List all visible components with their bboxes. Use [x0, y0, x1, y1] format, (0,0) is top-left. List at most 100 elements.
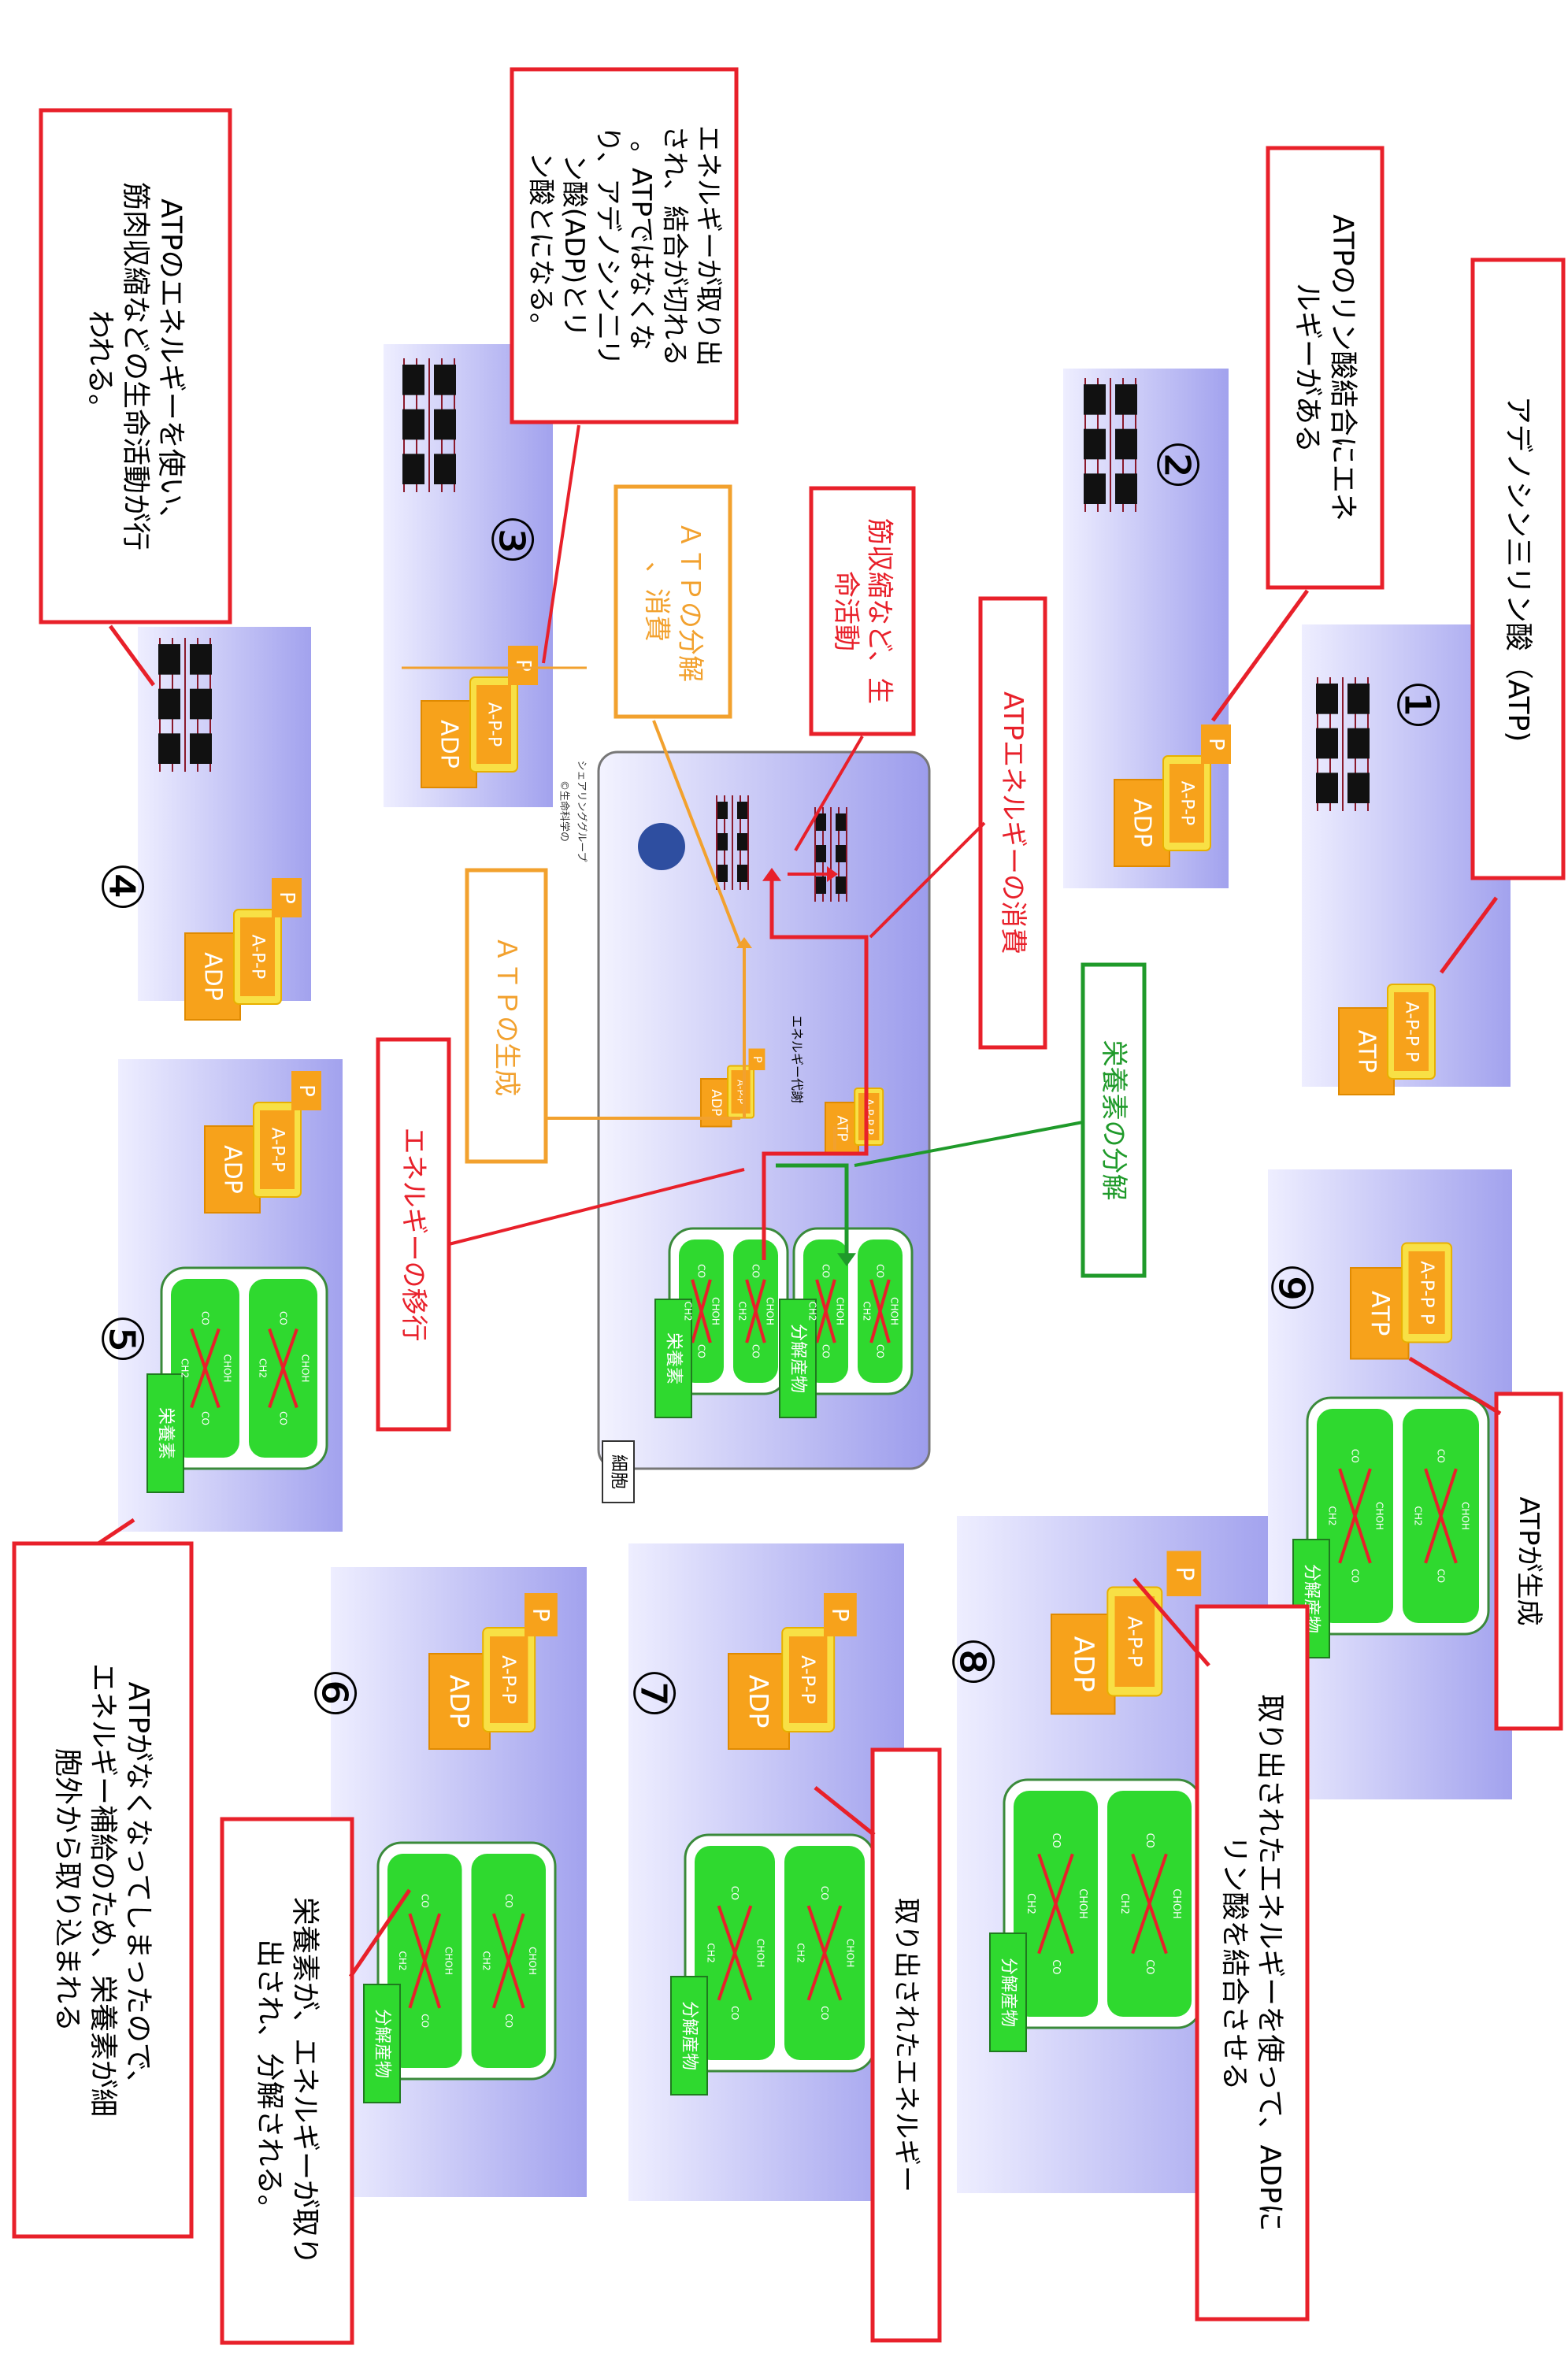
fibre-band	[434, 454, 456, 484]
panel-1-atp-chain-label-line: A-P-P P	[1402, 1002, 1422, 1062]
panel-5-nutrient-tag-label: 栄養素	[156, 1407, 176, 1459]
fibre-band	[1347, 728, 1370, 759]
label-nutrient-decomp-text-line: 栄養素の分解	[1098, 1040, 1129, 1201]
callout-atp-generated-text: ATPが生成	[1513, 1497, 1544, 1626]
panel-step-2-number-line: ②	[1144, 439, 1210, 491]
ring-label-co-line: CO	[696, 1344, 707, 1358]
ring-label-choh: CHOH	[221, 1354, 232, 1383]
ring-label-ch2: CH2	[257, 1358, 268, 1378]
cell-adp-main-label: ADP	[709, 1089, 724, 1116]
ring-label-choh: CHOH	[1170, 1888, 1182, 1918]
panel-7-products-tag-label: 分解産物	[680, 2001, 699, 2070]
ring-label-ch2-line: CH2	[861, 1301, 872, 1321]
ring-label-ch2-line: CH2	[257, 1358, 268, 1378]
label-energy-transfer-box	[376, 1037, 451, 1432]
fibre-band	[402, 365, 424, 395]
callout-energy-released-text-line: り、アデノシン二リ	[591, 126, 623, 366]
panel-1-atp	[1338, 984, 1436, 1095]
fibre-band	[836, 813, 846, 831]
callout-life-activity-text-line: 筋肉収縮などの生命活動が行	[120, 182, 152, 550]
callout-bond-energy-text-line: ルギーがある	[1292, 283, 1324, 453]
ring-label-choh: CHOH	[765, 1297, 776, 1325]
cell-atp-chain-inner	[858, 1093, 880, 1140]
ring-label-ch2-line: CH2	[806, 1301, 817, 1321]
panel-2-adp-phosphate-label: P	[1204, 738, 1228, 750]
ring-bond	[423, 1913, 442, 2009]
panel-8-adp-phosphate	[1166, 1551, 1202, 1596]
panel-3-muscle	[402, 358, 456, 492]
leader-atp-generated	[1408, 1356, 1502, 1416]
callout-nutrient-intake-box	[12, 1541, 194, 2239]
callout-life-activity-box	[39, 108, 232, 624]
fibre-band	[836, 876, 846, 894]
panel-3-adp-main-label: ADP	[436, 720, 463, 769]
panel-9-atp-chain-inner	[1408, 1251, 1445, 1334]
ring-label-ch2: CH2	[806, 1301, 817, 1321]
cell-nutrient	[654, 1227, 789, 1418]
label-atp-production	[465, 868, 548, 1164]
ring-label-ch2: CH2	[480, 1951, 491, 1970]
callout-extracted-energy-text: 取り出されたエネルギー	[891, 1898, 922, 2192]
fibre-band	[836, 845, 846, 862]
fibre-band	[737, 833, 747, 850]
callout-atp-name-box	[1470, 258, 1566, 880]
panel-8-adp	[1051, 1551, 1202, 1715]
panel-2-adp	[1114, 724, 1231, 867]
leader-life-activity	[108, 624, 156, 687]
panel-6-adp-main-label-line: ADP	[444, 1675, 475, 1729]
panel-7-adp-chain-label: A-P-P	[797, 1655, 819, 1704]
panel-step-3-number-line: ③	[479, 514, 545, 565]
ring-label-co-line: CO	[1436, 1449, 1447, 1463]
panel-step-4-number: ④	[89, 862, 155, 913]
panel-6-adp-phosphate-label-line: P	[528, 1608, 554, 1621]
cell-nutrient-tag	[654, 1299, 692, 1418]
panel-2-adp-main	[1114, 779, 1170, 867]
panel-9-atp-main	[1350, 1267, 1410, 1360]
fibre-band	[816, 876, 826, 894]
leader-nutrient-decomp	[854, 1121, 1084, 1167]
panel-1-atp-main	[1338, 1007, 1395, 1095]
ring-bond	[506, 1913, 525, 2009]
ring-bond	[1054, 1853, 1074, 1955]
panel-step-9-number-line: ⑨	[1258, 1262, 1325, 1314]
ring-label-choh: CHOH	[1374, 1502, 1385, 1530]
cell-energy-metabolism: エネルギー代謝	[790, 1015, 805, 1103]
leader-bond-energy	[1210, 589, 1310, 722]
fibre-band	[1115, 428, 1137, 460]
cell-arrow-red-top-head	[827, 866, 838, 882]
panel-4-adp-phosphate-label-line: P	[275, 891, 298, 904]
fibre-band	[1347, 684, 1370, 714]
fibre-band	[158, 644, 180, 675]
panel-4-adp	[184, 878, 302, 1021]
ring-label-choh-line: CHOH	[755, 1939, 766, 1968]
label-atp-breakdown-text: ＡＴＰの分解、消費	[640, 521, 706, 682]
leader-energy-transfer	[448, 1168, 745, 1246]
ring-label-co-line: CO	[278, 1311, 289, 1325]
fibre-band	[1084, 428, 1106, 460]
ring-label-co-line: CO	[419, 2014, 430, 2028]
cell-nucleus	[638, 823, 685, 870]
fibre-band	[1115, 384, 1137, 415]
panel-8-adp-chain-label: A-P-P	[1123, 1616, 1146, 1667]
leader-energy-released	[542, 424, 580, 664]
ring-label-co: CO	[821, 1264, 832, 1278]
panel-1-muscle	[1316, 677, 1370, 811]
ring-label-ch2: CH2	[179, 1358, 190, 1378]
leader-muscle-life	[794, 735, 864, 852]
ring-bond	[1147, 1853, 1168, 1955]
panel-step-6-number: ⑥	[302, 1668, 368, 1719]
panel-2-adp-main-label: ADP	[1129, 799, 1156, 847]
ring-label-co-line: CO	[1050, 1833, 1062, 1848]
cell-arrow-red-main	[762, 874, 869, 1260]
ring-bond	[1353, 1468, 1372, 1564]
label-nutrient-decomp	[1081, 962, 1147, 1278]
ring-label-ch2-line: CH2	[1118, 1893, 1130, 1914]
panel-8-adp-chain-label-line: A-P-P	[1123, 1616, 1146, 1667]
cell-adp-phosphate-label-line: P	[751, 1056, 763, 1063]
callout-energy-released-text-line: され、結合が切れる	[658, 125, 690, 366]
label-energy-transfer	[376, 1037, 451, 1432]
panel-2-adp-main-label-line: ADP	[1129, 799, 1156, 847]
cell-products-tag-label: 分解産物	[788, 1324, 808, 1393]
